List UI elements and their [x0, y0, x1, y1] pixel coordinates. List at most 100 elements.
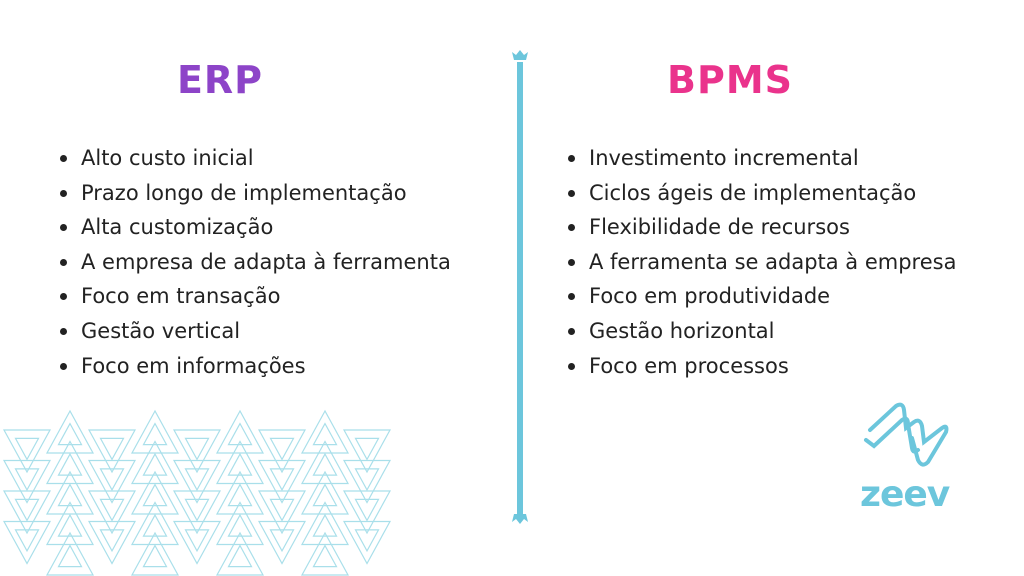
triangle-shape	[130, 470, 180, 515]
triangle-shape	[2, 429, 52, 474]
triangle-shape	[130, 440, 180, 485]
triangle-shape	[257, 459, 307, 504]
triangle-shape	[354, 437, 380, 461]
erp-list: Alto custo inicial Prazo longo de implem…	[58, 141, 451, 383]
triangle-shape	[227, 422, 253, 446]
list-item: Gestão vertical	[58, 314, 451, 349]
triangle-shape	[14, 437, 40, 461]
triangle-shape	[215, 470, 265, 515]
triangle-shape	[130, 531, 180, 576]
zeev-logo-text: zeev	[860, 474, 950, 515]
list-item: Foco em transação	[58, 279, 451, 314]
triangle-shape	[142, 452, 168, 476]
triangle-shape	[57, 483, 83, 507]
list-item: Gestão horizontal	[566, 314, 956, 349]
triangle-shape	[99, 468, 125, 492]
triangle-shape	[87, 490, 137, 535]
triangle-shape	[342, 429, 392, 474]
triangle-shape	[354, 498, 380, 522]
list-item: Foco em processos	[566, 349, 956, 384]
triangle-shape	[269, 437, 295, 461]
triangle-shape	[87, 429, 137, 474]
triangle-shape	[215, 531, 265, 576]
triangle-shape	[342, 520, 392, 565]
triangle-shape	[14, 529, 40, 553]
triangle-shape	[257, 520, 307, 565]
triangle-shape	[227, 483, 253, 507]
triangle-shape	[300, 440, 350, 485]
list-item: A ferramenta se adapta à empresa	[566, 245, 956, 280]
triangle-shape	[130, 501, 180, 546]
triangle-shape	[269, 529, 295, 553]
triangle-shape	[312, 483, 338, 507]
triangle-shape	[184, 498, 210, 522]
list-item: Prazo longo de implementação	[58, 176, 451, 211]
bpms-title: BPMS	[667, 58, 793, 102]
triangle-shape	[312, 422, 338, 446]
triangle-shape	[142, 513, 168, 537]
list-item: Ciclos ágeis de implementação	[566, 176, 956, 211]
triangle-shape	[300, 409, 350, 454]
bpms-list: Investimento incremental Ciclos ágeis de…	[566, 141, 956, 383]
triangle-shape	[57, 422, 83, 446]
triangle-shape	[2, 490, 52, 535]
divider	[517, 62, 523, 514]
triangle-shape	[142, 422, 168, 446]
triangle-shape	[45, 531, 95, 576]
triangle-shape	[130, 409, 180, 454]
triangle-shape	[300, 531, 350, 576]
triangle-shape	[2, 459, 52, 504]
triangle-shape	[172, 490, 222, 535]
zeev-logo-icon	[864, 402, 949, 467]
triangle-shape	[215, 440, 265, 485]
triangle-shape	[184, 468, 210, 492]
list-item: Foco em informações	[58, 349, 451, 384]
triangle-shape	[172, 429, 222, 474]
triangle-shape	[215, 409, 265, 454]
list-item: Alto custo inicial	[58, 141, 451, 176]
triangle-shape	[342, 490, 392, 535]
triangle-shape	[45, 440, 95, 485]
divider-bottom-cap-icon	[512, 514, 528, 524]
triangle-shape	[99, 437, 125, 461]
triangle-shape	[87, 459, 137, 504]
list-item: Flexibilidade de recursos	[566, 210, 956, 245]
list-item: A empresa de adapta à ferramenta	[58, 245, 451, 280]
triangle-shape	[269, 468, 295, 492]
triangle-shape	[45, 470, 95, 515]
triangle-shape	[142, 483, 168, 507]
triangle-shape	[57, 452, 83, 476]
triangle-shape	[257, 429, 307, 474]
triangle-shape	[312, 544, 338, 568]
triangle-shape	[172, 520, 222, 565]
triangle-shape	[354, 529, 380, 553]
list-item: Investimento incremental	[566, 141, 956, 176]
triangle-shape	[215, 501, 265, 546]
triangle-pattern	[2, 409, 392, 576]
triangle-shape	[14, 468, 40, 492]
triangle-shape	[142, 544, 168, 568]
triangle-shape	[172, 459, 222, 504]
triangle-shape	[257, 490, 307, 535]
erp-title: ERP	[176, 58, 264, 102]
list-item: Alta customização	[58, 210, 451, 245]
triangle-shape	[57, 513, 83, 537]
triangle-shape	[227, 513, 253, 537]
triangle-shape	[300, 470, 350, 515]
triangle-shape	[45, 501, 95, 546]
triangle-shape	[14, 498, 40, 522]
triangle-shape	[99, 498, 125, 522]
divider-top-cap-icon	[512, 50, 528, 60]
triangle-shape	[312, 452, 338, 476]
triangle-shape	[2, 520, 52, 565]
triangle-shape	[57, 544, 83, 568]
triangle-shape	[300, 501, 350, 546]
triangle-shape	[269, 498, 295, 522]
triangle-shape	[184, 529, 210, 553]
triangle-shape	[227, 452, 253, 476]
triangle-shape	[87, 520, 137, 565]
triangle-shape	[184, 437, 210, 461]
triangle-shape	[312, 513, 338, 537]
triangle-shape	[354, 468, 380, 492]
triangle-shape	[227, 544, 253, 568]
